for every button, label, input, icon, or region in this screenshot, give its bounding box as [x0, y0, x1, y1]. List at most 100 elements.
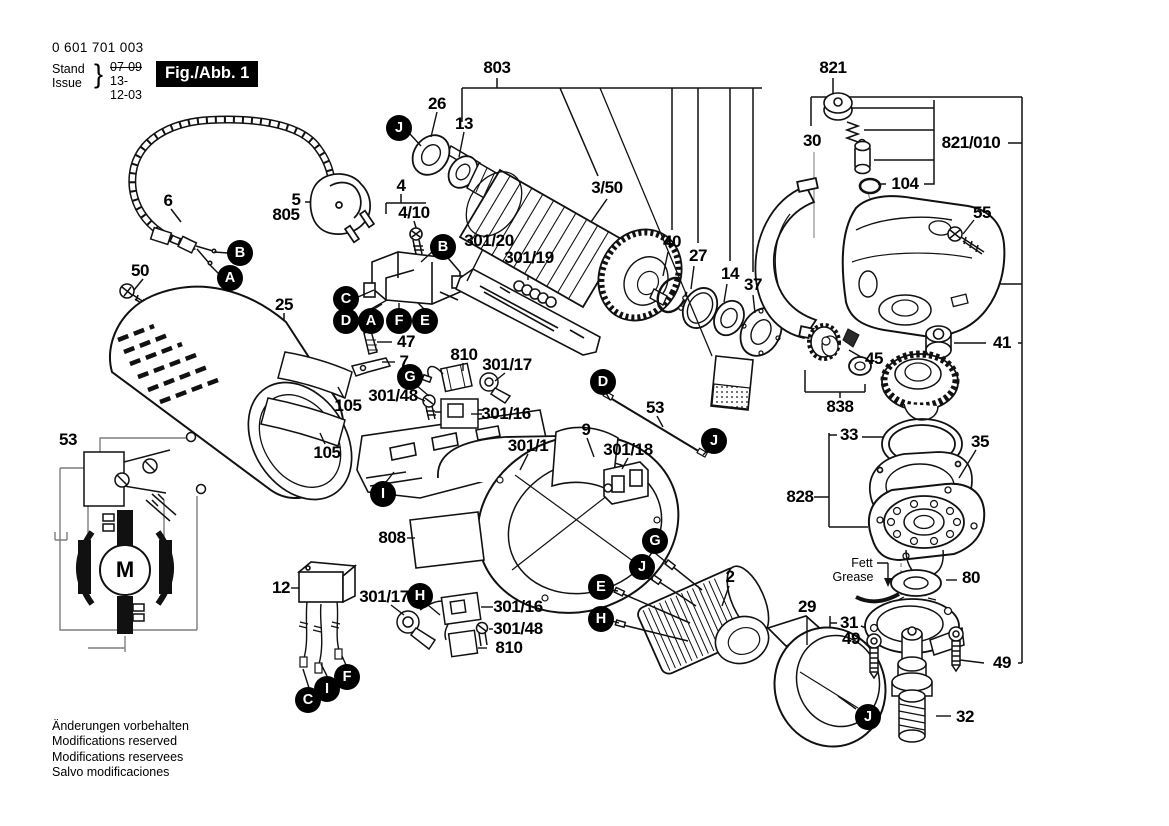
part-label-105: 105: [334, 396, 362, 415]
part-label-41: 41: [992, 333, 1012, 352]
part-crown-gear: [880, 350, 960, 421]
callout-B: B: [430, 234, 456, 260]
part-label-104: 104: [891, 174, 919, 193]
part-label-3-50: 3/50: [591, 178, 623, 197]
part-label-4: 4: [396, 176, 406, 195]
part-label-50: 50: [130, 261, 150, 280]
callout-F: F: [386, 308, 412, 334]
part-label-805: 805: [272, 205, 300, 224]
part-label-301-1: 301/1: [507, 436, 549, 455]
callout-J: J: [629, 554, 655, 580]
part-label-2: 2: [725, 567, 735, 586]
grease-arrow: [855, 562, 900, 604]
motor-symbol-label: M: [115, 557, 135, 582]
part-bracket-7: [350, 357, 392, 377]
part-label-301-16: 301/16: [493, 597, 543, 616]
part-label-45: 45: [864, 349, 884, 368]
part-armature-350: [411, 134, 683, 322]
part-label-31: 31: [839, 613, 859, 632]
callout-E: E: [412, 308, 438, 334]
part-label-301-19: 301/19: [504, 248, 554, 267]
part-label-13: 13: [454, 114, 474, 133]
callout-C: C: [333, 286, 359, 312]
callout-C: C: [295, 687, 321, 713]
part-label-Fett: Fett: [851, 556, 873, 570]
part-label-7: 7: [399, 352, 409, 371]
part-label-828: 828: [786, 487, 814, 506]
part-label-301-17: 301/17: [359, 587, 409, 606]
part-gear-housing: [841, 195, 1006, 338]
part-label-9: 9: [581, 420, 591, 439]
issue-date-new: 13-12-03: [110, 73, 142, 103]
part-label-80: 80: [961, 568, 981, 587]
footer-note-line: Änderungen vorbehalten: [52, 719, 189, 733]
part-label-14: 14: [720, 264, 740, 283]
part-spring: [844, 121, 861, 143]
wiring-schematic: [54, 431, 207, 652]
short-leader-lines: [208, 111, 977, 717]
part-label-33: 33: [839, 425, 859, 444]
part-label-301-48: 301/48: [368, 386, 418, 405]
part-spring-30119: [513, 280, 557, 308]
part-spindle-32: [891, 626, 933, 743]
part-film-9: [551, 426, 619, 494]
part-label-6: 6: [163, 191, 173, 210]
figure-number-badge: Fig./Abb. 1: [156, 61, 259, 87]
part-key-45: [842, 328, 860, 348]
part-label-26: 26: [427, 94, 447, 113]
part-brush-cluster-bottom: [396, 591, 489, 658]
callout-J: J: [701, 428, 727, 454]
part-rear-cap-25: [108, 285, 353, 501]
part-screw-49-right: [948, 626, 964, 673]
part-label-838: 838: [826, 397, 854, 416]
part-label-301-17: 301/17: [482, 355, 532, 374]
callout-A: A: [217, 265, 243, 291]
part-brush-810-bottom: [447, 629, 479, 658]
part-screw-49-left: [866, 633, 882, 680]
part-label-53: 53: [645, 398, 665, 417]
part-label-37: 37: [743, 275, 763, 294]
part-oring-104: [858, 177, 882, 195]
part-washer-80: [890, 569, 942, 597]
part-label-301-48: 301/48: [493, 619, 543, 638]
callout-G: G: [397, 364, 423, 390]
part-brush-cluster-mid: [350, 318, 512, 429]
footer-note-line: Modifications reserved: [52, 734, 178, 749]
part-label-301-16: 301/16: [481, 404, 531, 423]
part-label-30: 30: [802, 131, 822, 150]
callout-D: D: [590, 369, 616, 395]
part-carbon-brush-dotted: [599, 87, 754, 411]
part-stator-2: [613, 558, 770, 675]
part-bearing-14: [713, 299, 745, 337]
part-film-105b: [260, 397, 346, 447]
callout-F: F: [334, 664, 360, 690]
part-brush-810-mid: [439, 362, 473, 393]
stand-label: Stand: [52, 61, 85, 76]
part-label-301-20: 301/20: [464, 231, 514, 250]
callout-E: E: [588, 574, 614, 600]
part-plug-805: [309, 173, 376, 244]
issue-label: Issue: [52, 75, 82, 90]
title-block: 0 601 701 003 Stand Issue } 07-09 13-12-…: [52, 40, 144, 102]
part-label-29: 29: [797, 597, 817, 616]
callout-J: J: [386, 115, 412, 141]
part-label-Grease: Grease: [832, 570, 874, 584]
catalog-number: 0 601 701 003: [52, 40, 144, 55]
part-label-105: 105: [313, 443, 341, 462]
part-pinion-set-838: [807, 323, 872, 376]
issue-date-old: 07-09: [110, 59, 142, 74]
part-ring-27: [681, 287, 719, 329]
callout-H: H: [407, 583, 433, 609]
part-sleeve-41: [925, 325, 952, 359]
part-label-821: 821: [819, 58, 847, 77]
callout-H: H: [588, 606, 614, 632]
part-suppressor-12: [297, 561, 357, 674]
callout-A: A: [358, 308, 384, 334]
part-screw-55: [947, 226, 985, 255]
part-label-808: 808: [378, 528, 406, 547]
part-power-cord: [128, 115, 336, 266]
part-slider-30120: [455, 248, 601, 356]
part-label-47: 47: [396, 332, 416, 351]
part-label-plate-808: [409, 511, 485, 569]
